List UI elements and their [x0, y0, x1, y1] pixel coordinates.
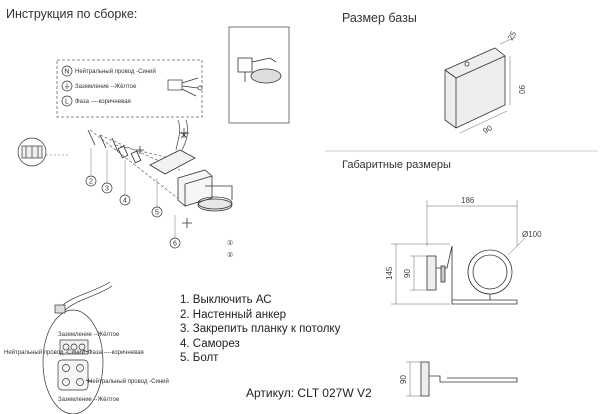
- lamp-inset-box: [228, 26, 290, 124]
- base-height-dimension: 90: [517, 85, 526, 94]
- phase-terminal-symbol: L: [65, 99, 69, 106]
- part-callout-3: [101, 182, 113, 194]
- step-4: 4. Саморез: [180, 337, 240, 350]
- step-3: 3. Закрепить планку к потолку: [180, 323, 341, 335]
- assembly-heading: Инструкция по сборке:: [6, 7, 138, 21]
- neutral-terminal-icon: [61, 65, 73, 77]
- part-number-3: 3: [105, 186, 109, 193]
- assembly-drawing: [87, 119, 233, 238]
- part-callouts: 2 3 4 5 6 ① ②: [85, 175, 233, 259]
- wiring-neutral-label: Нейтральный провод -Синий: [75, 68, 156, 75]
- part-number-6: 6: [173, 241, 177, 248]
- overall-length-dimension: 186: [461, 196, 475, 205]
- part-number-2: 2: [89, 179, 93, 186]
- ground-terminal-symbol: ⏚: [64, 83, 71, 91]
- wiring-ground-label: Заземление --Жёлтое: [75, 84, 137, 90]
- overall-height-dimension: 145: [385, 266, 394, 280]
- overall-dimensions-heading: Габаритные размеры: [342, 159, 451, 171]
- part-number-5: 5: [155, 210, 159, 217]
- part-number-4: 4: [123, 198, 127, 205]
- part-callout-4: [119, 194, 131, 206]
- base-size-drawing: [444, 36, 517, 134]
- base-side-dimension: 90: [403, 269, 412, 278]
- diagram-neutral-label-2: Нейтральный провод -Синий: [88, 378, 169, 385]
- part-callout-5: [151, 206, 163, 218]
- lamp-diameter-dimension: Ø100: [522, 230, 542, 239]
- article-number: Артикул: CLT 027W V2: [246, 386, 372, 400]
- wire-connector-icon: [167, 77, 203, 97]
- diagram-ground-label-2: Заземление --Жёлтое: [58, 397, 120, 403]
- part-callout-2: [85, 175, 97, 187]
- terminal-block-icon: [17, 137, 47, 167]
- wiring-callout-box: [56, 59, 203, 118]
- bottom-view-dimension: 90: [399, 375, 408, 384]
- circled-ref-1: ①: [227, 239, 233, 247]
- overall-dimensions-drawing: [391, 200, 526, 397]
- part-callout-6: [169, 237, 181, 249]
- neutral-terminal-symbol: N: [65, 69, 70, 76]
- wiring-diagram: [42, 281, 113, 414]
- base-width-dimension: 90: [482, 123, 495, 136]
- phase-terminal-icon: [61, 95, 73, 107]
- ground-terminal-icon: [61, 80, 73, 92]
- base-size-heading: Размер базы: [342, 11, 417, 25]
- assembly-steps-list: 1. Выключить АС 2. Настенный анкер 3. За…: [180, 293, 340, 366]
- base-depth-dimension: 25: [506, 29, 519, 42]
- diagram-phase-label: Фаза ----коричневая: [88, 350, 144, 356]
- circled-ref-2: ②: [227, 251, 233, 259]
- lamp-inset-drawing: [237, 57, 282, 84]
- step-1: 1. Выключить АС: [180, 294, 272, 306]
- wiring-phase-label: Фаза ----коричневая: [75, 99, 131, 105]
- diagram-neutral-label: Нейтральный провод -Синий: [4, 349, 85, 356]
- diagram-ground-label: Заземление --Жёлтое: [58, 332, 120, 338]
- step-5: 5. Болт: [180, 352, 219, 364]
- step-2: 2. Настенный анкер: [180, 308, 287, 321]
